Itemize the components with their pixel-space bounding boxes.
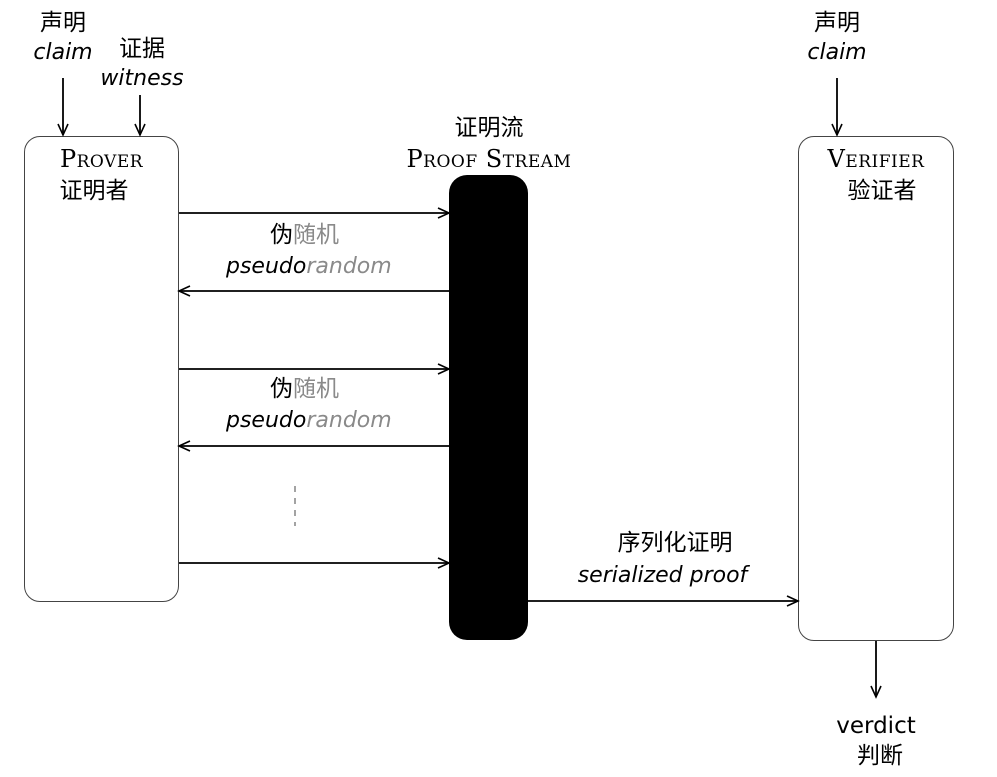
exchange-2-label-zh: 伪随机 (270, 376, 339, 402)
prover-box (24, 136, 179, 602)
exchange-1-zh-prefix: 伪 (270, 222, 293, 248)
exchange-1-en-prefix: pseudo (226, 254, 307, 279)
verifier-box (798, 136, 954, 641)
prover-claim-label: claim (33, 40, 93, 65)
exchange-1-label-zh: 伪随机 (270, 222, 339, 248)
exchange-2-en-suffix: random (306, 408, 392, 433)
witness-label-zh: 证据 (119, 36, 165, 62)
witness-label: witness (100, 66, 184, 91)
prover-claim-label-zh: 声明 (40, 10, 86, 36)
serialized-proof-label-zh: 序列化证明 (617, 530, 733, 556)
verifier-title: Verifier (827, 145, 925, 173)
verifier-claim-label-zh: 声明 (814, 10, 860, 36)
verdict-label-zh: 判断 (857, 743, 903, 769)
exchange-1-label: pseudorandom (226, 254, 392, 280)
proof-stream-title-zh: 证明流 (454, 115, 524, 141)
exchange-2-zh-suffix: 随机 (293, 376, 339, 402)
exchange-1-zh-suffix: 随机 (293, 222, 339, 248)
prover-title: Prover (59, 145, 144, 173)
verifier-title-zh: 验证者 (847, 178, 917, 204)
verifier-claim-label: claim (807, 40, 867, 65)
verdict-label: verdict (836, 713, 916, 739)
exchange-2-label: pseudorandom (226, 408, 392, 434)
serialized-proof-label: serialized proof (577, 563, 748, 588)
proof-stream-title: Proof Stream (406, 145, 572, 173)
exchange-2-zh-prefix: 伪 (270, 376, 293, 402)
prover-title-zh: 证明者 (59, 178, 129, 204)
exchange-1-en-suffix: random (306, 254, 392, 279)
proof-stream-bar (449, 175, 528, 640)
exchange-2-en-prefix: pseudo (226, 408, 307, 433)
